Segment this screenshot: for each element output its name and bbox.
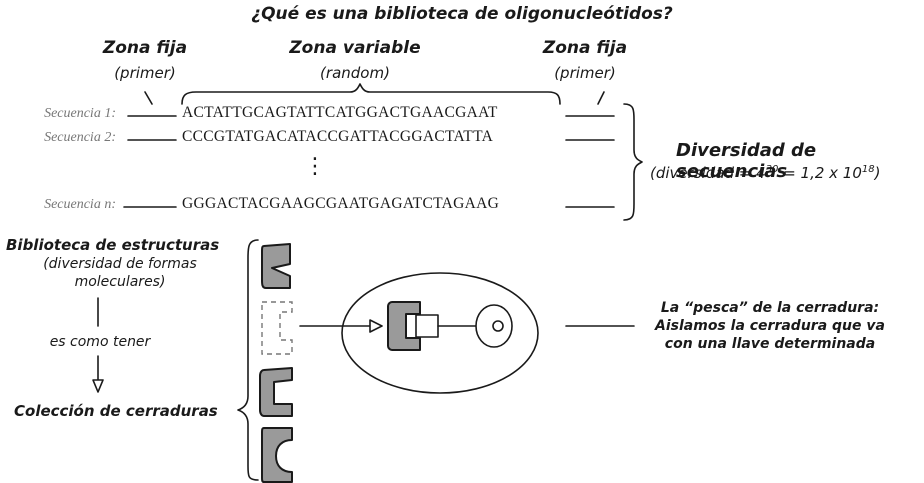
- structures-title: Biblioteca de estructuras: [6, 236, 220, 254]
- shapes-brace: [237, 239, 259, 481]
- page-title: ¿Qué es una biblioteca de oligonucleótid…: [251, 4, 673, 24]
- zone-left-pointer: [144, 91, 153, 105]
- lock-shape-empty-dashed: [261, 301, 293, 355]
- zone-fixed-right-title: Zona fija: [542, 38, 628, 58]
- connector-arrowhead: [92, 379, 104, 393]
- key-hole: [492, 320, 504, 332]
- diversity-title: Diversidad de secuencias: [676, 140, 817, 182]
- key-square: [415, 314, 439, 338]
- diversity-formula: (diversidad = 430 = 1,2 x 1018): [650, 164, 880, 182]
- sequence-2-label: Secuencia 2:: [44, 130, 116, 145]
- sequence-n-label: Secuencia n:: [44, 197, 116, 212]
- lock-shape-bracket: [259, 367, 293, 417]
- zone-variable-title: Zona variable: [289, 38, 421, 58]
- diversity-formula-suffix: ): [874, 164, 881, 182]
- zone-variable-subtitle: (random): [320, 64, 390, 82]
- lock-shape-c: [261, 427, 293, 483]
- sequence-ellipsis: ⋮: [304, 154, 326, 179]
- zone-fixed-left-title: Zona fija: [102, 38, 188, 58]
- sequence-n-value: GGGACTACGAAGCGAATGAGATCTAGAAG: [182, 195, 500, 212]
- zone-right-pointer: [597, 91, 605, 105]
- structures-subtitle-line2: moleculares): [74, 274, 166, 290]
- zone-fixed-left-subtitle: (primer): [114, 64, 176, 82]
- sequence-1-value: ACTATTGCAGTATTCATGGACTGAACGAAT: [182, 104, 498, 121]
- fishing-line-2: Aislamos la cerradura que va: [655, 318, 885, 334]
- fishing-line-1: La “pesca” de la cerradura:: [660, 300, 880, 316]
- variable-zone-brace: [181, 83, 561, 105]
- structures-subtitle-line1: (diversidad de formas: [43, 256, 197, 272]
- diversity-formula-prefix: (diversidad = 4: [650, 164, 766, 182]
- fishing-ellipse: [341, 272, 539, 394]
- zone-fixed-right-subtitle: (primer): [554, 64, 616, 82]
- fishing-arrowhead: [369, 319, 383, 333]
- sequence-2-value: CCCGTATGACATACCGATTACGGACTATTA: [182, 128, 494, 145]
- lock-in-ellipse: [387, 301, 421, 351]
- sequence-1-label: Secuencia 1:: [44, 106, 116, 121]
- diversity-exponent-2: 18: [861, 164, 875, 175]
- sequences-brace: [623, 103, 643, 221]
- fishing-line-3: con una llave determinada: [664, 336, 876, 352]
- structures-result: Colección de cerraduras: [14, 402, 218, 420]
- diversity-formula-middle: = 1,2 x 10: [778, 164, 862, 182]
- lock-shape-triangle: [261, 243, 291, 289]
- connector-text: es como tener: [49, 334, 151, 350]
- diversity-exponent-1: 30: [765, 164, 779, 175]
